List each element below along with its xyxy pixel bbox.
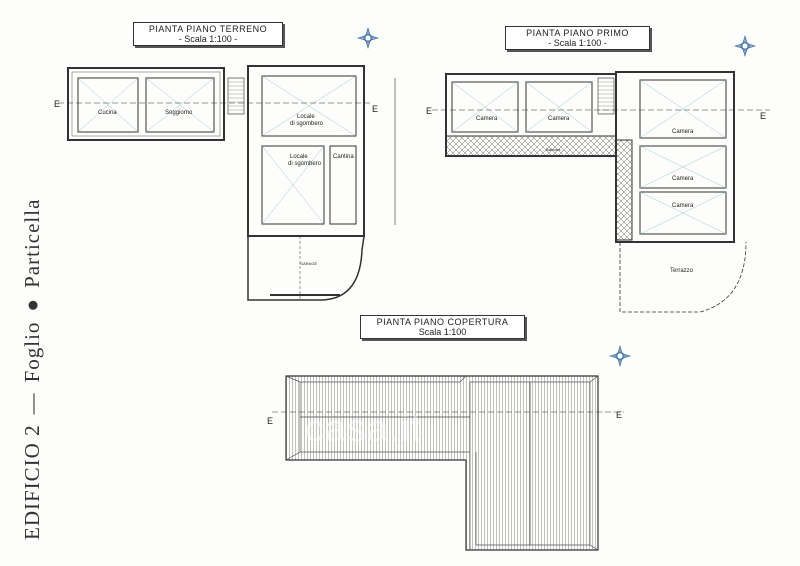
room-soggiorno: Soggiorno xyxy=(165,110,193,116)
svg-text:E: E xyxy=(267,416,273,426)
room-camera-2: Camera xyxy=(548,116,570,122)
svg-text:E: E xyxy=(760,111,766,121)
ground-floor-title: PIANTA PIANO TERRENO - Scala 1:100 - xyxy=(133,22,283,46)
room-cantina: Cantina xyxy=(333,154,354,160)
section-line-roof: E E xyxy=(267,410,624,426)
room-locale-2: Locale xyxy=(290,154,308,160)
svg-text:E: E xyxy=(426,106,432,116)
room-camera-1: Camera xyxy=(476,116,498,122)
ground-floor-plan xyxy=(67,65,396,301)
room-camera-5: Camera xyxy=(672,203,694,209)
roof-plan xyxy=(285,375,599,551)
first-floor-title: PIANTA PIANO PRIMO - Scala 1:100 - xyxy=(505,26,650,50)
section-line-ground: E E xyxy=(54,99,378,114)
svg-text:E: E xyxy=(54,99,60,109)
room-camera-4: Camera xyxy=(672,176,694,182)
compass-icon xyxy=(608,344,632,368)
compass-icon xyxy=(733,34,757,58)
section-line-first: E E xyxy=(426,106,770,121)
compass-icon xyxy=(356,26,380,50)
roof-plan-title: PIANTA PIANO COPERTURA Scala 1:100 xyxy=(360,315,525,339)
room-terrazzo: Terrazzo xyxy=(670,268,694,274)
first-floor-plan xyxy=(445,71,747,313)
room-camera-3: Camera xyxy=(672,129,694,135)
watermark: casa.it xyxy=(305,408,422,450)
room-garage: GARAGE xyxy=(300,261,317,266)
room-locale-2b: di sgombero xyxy=(288,161,322,167)
balcone-label: Balcone xyxy=(546,147,561,152)
svg-text:E: E xyxy=(616,410,622,420)
room-locale-1: Locale xyxy=(297,114,315,120)
svg-text:E: E xyxy=(372,104,378,114)
room-cucina: Cucina xyxy=(98,110,117,116)
room-locale-1b: di sgombero xyxy=(290,121,324,127)
